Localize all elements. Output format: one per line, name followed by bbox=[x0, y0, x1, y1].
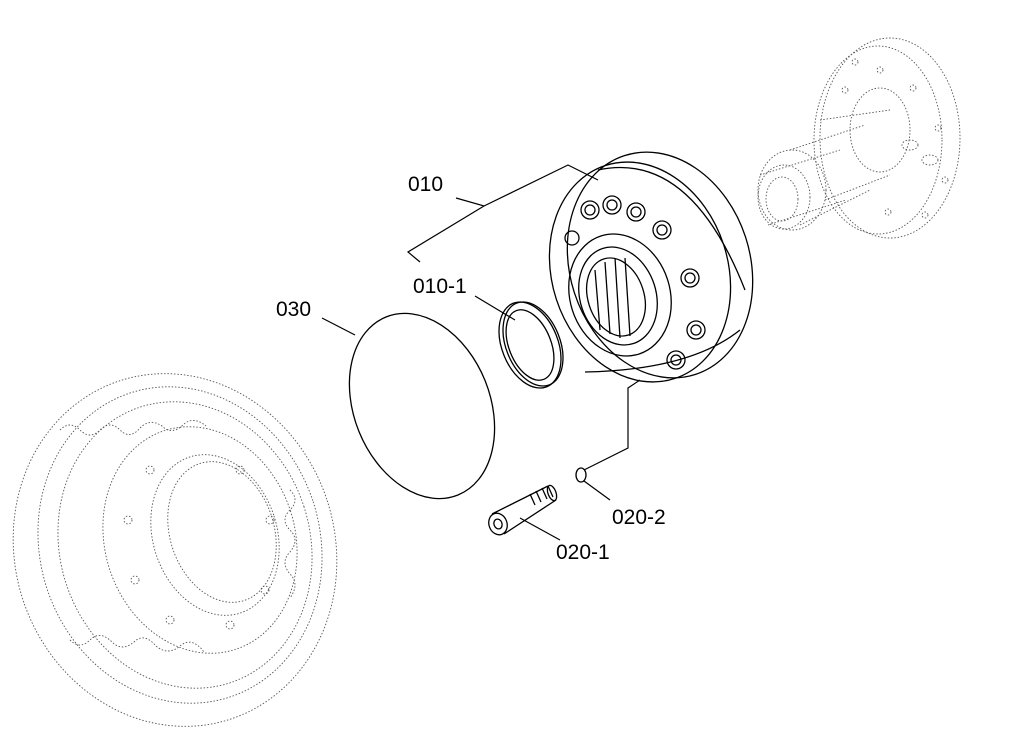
callout-020-2: 020-2 bbox=[612, 506, 666, 529]
leader-lines bbox=[321, 164, 641, 541]
callout-020-1: 020-1 bbox=[556, 541, 610, 564]
callout-030: 030 bbox=[276, 298, 311, 321]
part-020-2-pin bbox=[575, 467, 587, 483]
part-020-1-cap-screw bbox=[488, 484, 558, 536]
ghost-gear-housing bbox=[12, 373, 338, 727]
ghost-drive-shaft bbox=[757, 37, 961, 239]
part-010-1-seal-ring bbox=[498, 301, 564, 389]
callout-010-1: 010-1 bbox=[413, 275, 467, 298]
part-030-o-ring bbox=[348, 312, 496, 500]
callout-010: 010 bbox=[408, 173, 443, 196]
part-010-hub bbox=[548, 151, 754, 383]
callout-labels: 010 010-1 030 020-1 020-2 bbox=[276, 173, 666, 564]
